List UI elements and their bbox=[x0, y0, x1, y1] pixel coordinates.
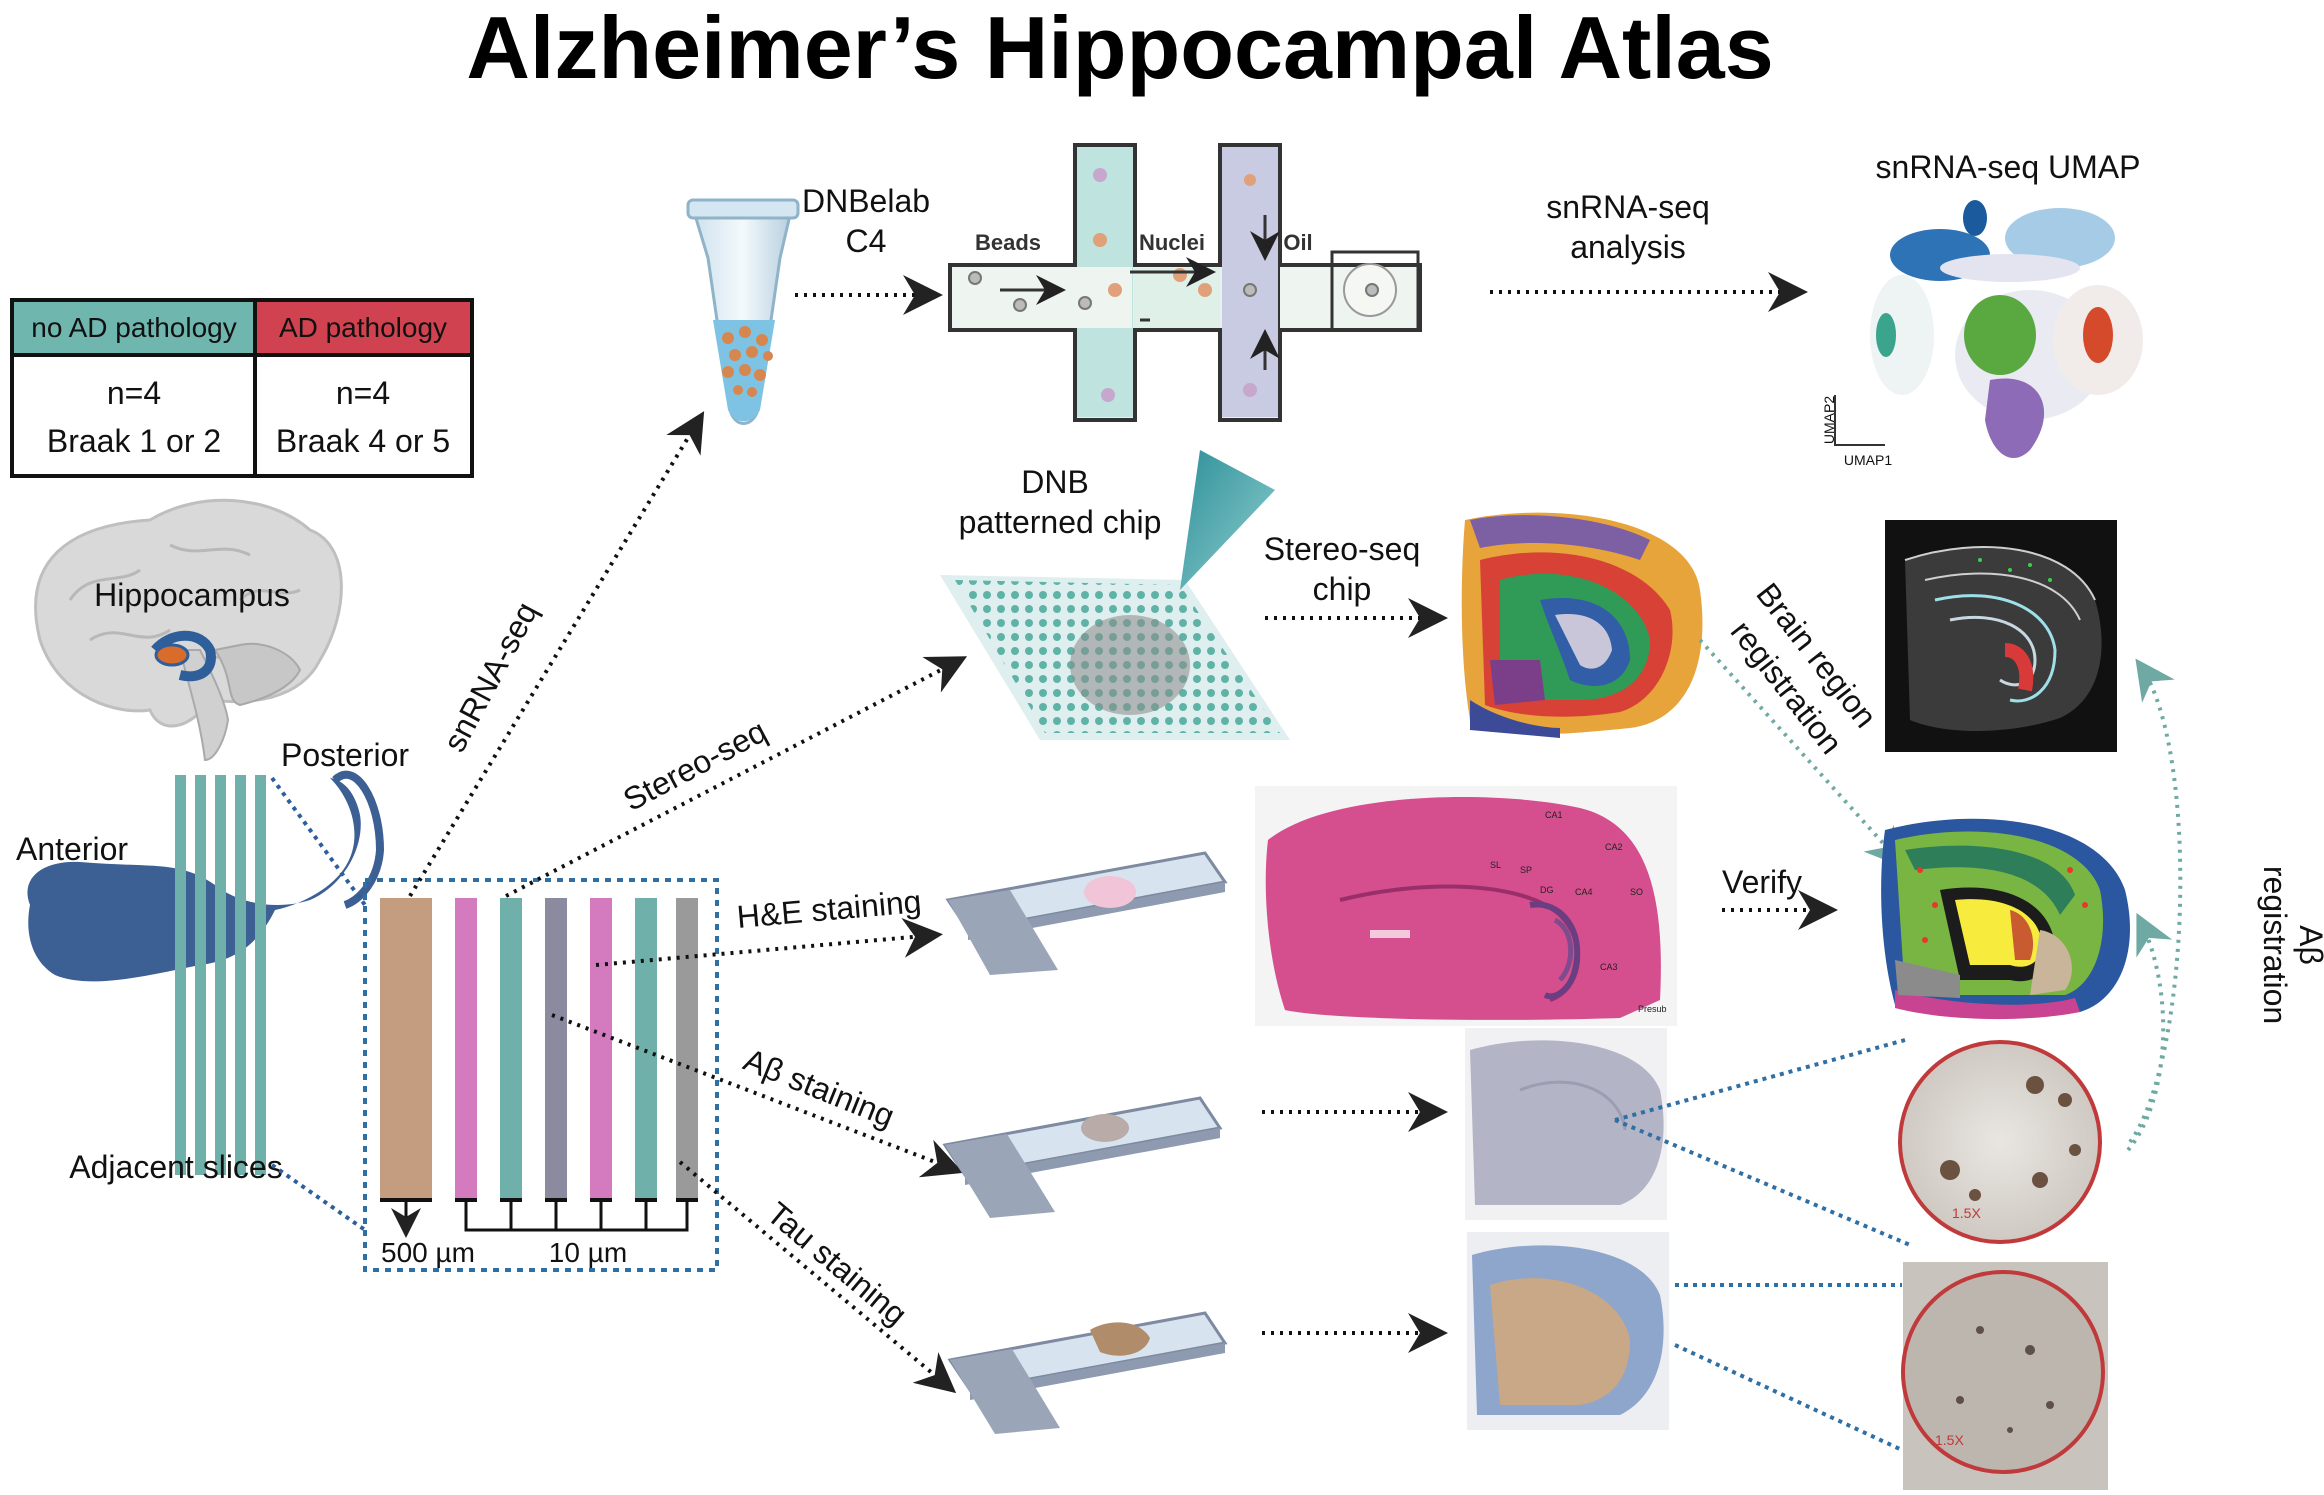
hippocampus-shape bbox=[27, 778, 361, 982]
abeta-slide-icon bbox=[942, 1096, 1223, 1218]
he-label-sl: SL bbox=[1490, 860, 1501, 870]
abeta-registration-label-1: Aβ bbox=[2293, 925, 2324, 965]
he-section-image: CA1 CA2 CA3 CA4 SL SP SO DG Presub bbox=[1255, 786, 1677, 1026]
slice-2 bbox=[500, 898, 522, 1198]
he-label-sp: SP bbox=[1520, 865, 1532, 875]
he-staining-label: H&E staining bbox=[735, 883, 922, 935]
abeta-zoom-image: 1.5X bbox=[1898, 1040, 2102, 1244]
dnbelab-label-2: C4 bbox=[846, 223, 887, 259]
hippocampus-label: Hippocampus bbox=[94, 577, 290, 613]
slice-thick bbox=[380, 898, 432, 1198]
dnb-patterned-chip bbox=[940, 450, 1290, 740]
no-ad-header: no AD pathology bbox=[31, 312, 237, 343]
abeta-section-image bbox=[1465, 1028, 1667, 1220]
he-label-so: SO bbox=[1630, 887, 1643, 897]
dnb-chip-label-1: DNB bbox=[1021, 464, 1089, 500]
tau-zoom-label: 1.5X bbox=[1935, 1432, 1964, 1448]
fluorescent-section-image bbox=[1885, 520, 2117, 752]
ad-header: AD pathology bbox=[279, 312, 447, 343]
slice-lines bbox=[175, 775, 266, 1175]
tau-zoom-image: 1.5X bbox=[1901, 1262, 2108, 1490]
abeta-registration-label-2: registration bbox=[2257, 866, 2293, 1024]
posterior-label: Posterior bbox=[281, 737, 409, 773]
he-slide-icon bbox=[945, 851, 1228, 975]
thickness-500: 500 µm bbox=[381, 1237, 475, 1268]
dnb-chip-label-2: patterned chip bbox=[959, 504, 1162, 540]
abeta-staining-label: Aβ staining bbox=[739, 1041, 900, 1134]
umap-x-label: UMAP1 bbox=[1844, 452, 1892, 468]
ad-braak: Braak 4 or 5 bbox=[276, 423, 450, 459]
adjacent-slices-label: Adjacent slices bbox=[69, 1149, 282, 1185]
no-ad-header-cell bbox=[14, 302, 254, 354]
umap-title: snRNA-seq UMAP bbox=[1876, 149, 2141, 185]
umap-y-label: UMAP2 bbox=[1821, 396, 1837, 444]
snrna-analysis-label-1: snRNA-seq bbox=[1546, 189, 1710, 225]
slice-3 bbox=[545, 898, 567, 1198]
he-label-ca1: CA1 bbox=[1545, 810, 1563, 820]
tau-section-image bbox=[1467, 1232, 1669, 1430]
ad-n: n=4 bbox=[336, 375, 390, 411]
he-label-presub: Presub bbox=[1638, 1004, 1667, 1014]
stereo-seq-spatial-map bbox=[1461, 512, 1703, 738]
umap-plot: snRNA-seq UMAP UMAP1 UMAP2 bbox=[1821, 149, 2143, 468]
he-label-ca3: CA3 bbox=[1600, 962, 1618, 972]
slice-4 bbox=[590, 898, 612, 1198]
brain-illustration: Hippocampus Posterior Anterior Adjacent … bbox=[16, 498, 409, 1185]
snrna-analysis-label-2: analysis bbox=[1570, 229, 1686, 265]
stereo-seq-method-label: Stereo-seq bbox=[617, 713, 772, 818]
thickness-10: 10 µm bbox=[549, 1237, 627, 1268]
snrna-seq-method-label: snRNA-seq bbox=[436, 596, 545, 757]
abeta-zoom-label: 1.5X bbox=[1952, 1205, 1981, 1221]
page-title: Alzheimer’s Hippocampal Atlas bbox=[466, 0, 1773, 97]
no-ad-braak: Braak 1 or 2 bbox=[47, 423, 221, 459]
slice-1 bbox=[455, 898, 477, 1198]
microfluidic-chip: Beads Nuclei Oil bbox=[948, 143, 1422, 422]
nuclei-label: Nuclei bbox=[1139, 230, 1205, 255]
slice-5 bbox=[635, 898, 657, 1198]
cohort-table: no AD pathology AD pathology n=4 n=4 Bra… bbox=[10, 298, 474, 478]
anterior-label: Anterior bbox=[16, 831, 128, 867]
oil-label: Oil bbox=[1283, 230, 1312, 255]
tau-staining-label: Tau staining bbox=[760, 1195, 914, 1332]
he-label-ca4: CA4 bbox=[1575, 887, 1593, 897]
dnbelab-label-1: DNBelab bbox=[802, 183, 930, 219]
ad-header-cell bbox=[256, 302, 470, 354]
tau-slide-icon bbox=[947, 1311, 1228, 1434]
stereo-seq-chip-label-1: Stereo-seq bbox=[1264, 531, 1421, 567]
beads-label: Beads bbox=[975, 230, 1041, 255]
he-label-ca2: CA2 bbox=[1605, 842, 1623, 852]
slice-6 bbox=[676, 898, 698, 1198]
no-ad-n: n=4 bbox=[107, 375, 161, 411]
he-label-dg: DG bbox=[1540, 885, 1554, 895]
stereo-seq-chip-label-2: chip bbox=[1313, 571, 1372, 607]
region-annotation-map bbox=[1881, 818, 2130, 1020]
ep-tube-icon bbox=[686, 198, 800, 425]
slice-set: 500 µm 10 µm bbox=[363, 878, 719, 1272]
verify-label: Verify bbox=[1722, 864, 1802, 900]
